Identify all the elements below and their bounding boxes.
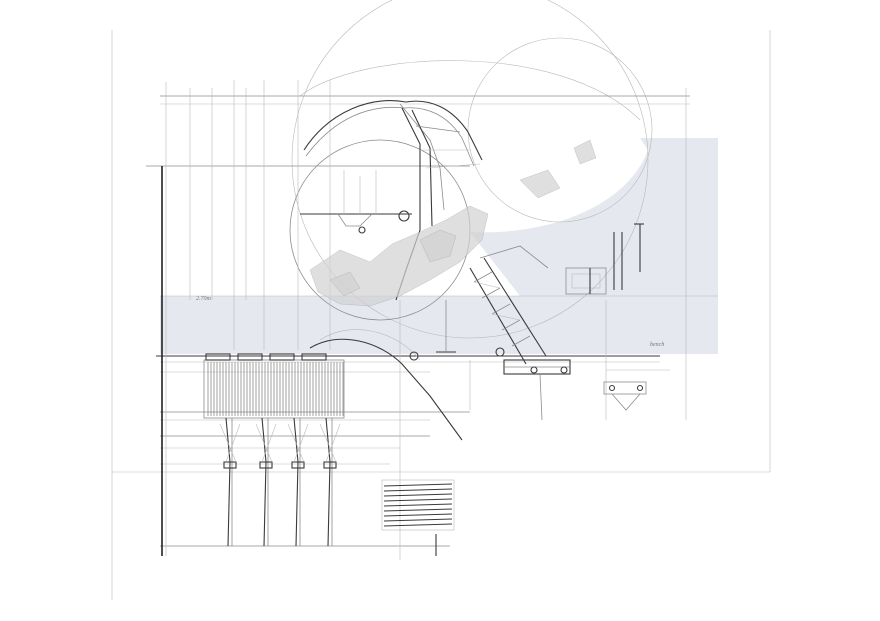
vertical-grid-lines [161, 80, 687, 560]
stack-line [383, 518, 453, 522]
lower-chassis [436, 300, 571, 421]
mid-arc [309, 329, 463, 441]
support-columns [219, 417, 341, 547]
sheet-frame [111, 30, 771, 600]
annotations: 2.70m bench [196, 296, 664, 348]
stacked-line-block [381, 479, 455, 556]
stack-line [383, 503, 453, 507]
left-annotation: 2.70m [196, 296, 212, 302]
stack-line [383, 508, 453, 512]
blue-wash-areas [160, 138, 718, 354]
upper-shell-structure [300, 100, 483, 301]
stack-line [383, 523, 453, 527]
stack-line [383, 488, 453, 492]
right-annotation: bench [650, 342, 664, 348]
horizontal-grid-lines [146, 95, 718, 547]
stack-line [383, 513, 453, 517]
hatched-louvre-block [203, 353, 345, 419]
stack-line [383, 493, 453, 497]
right-side-elements [565, 223, 670, 411]
diagonal-truss [469, 245, 549, 365]
stack-line [383, 483, 453, 487]
stack-line [383, 498, 453, 502]
shaded-texture-cluster [309, 139, 597, 307]
